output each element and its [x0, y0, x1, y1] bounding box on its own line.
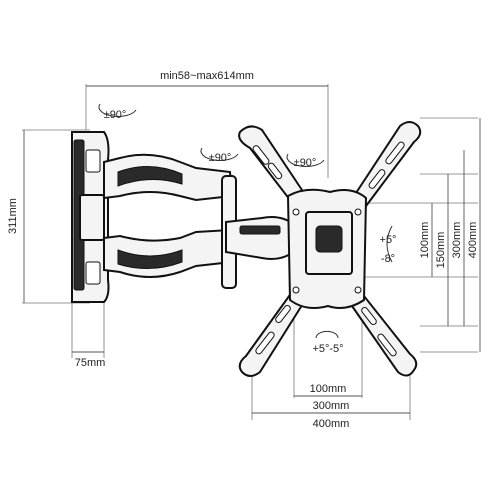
arm-swivel-label: ±90° — [209, 152, 232, 164]
tilt-indicator: +5° -8° — [380, 225, 397, 265]
wall-plate-width-label: 75mm — [75, 357, 106, 369]
vesa-v-150-label: 150mm — [435, 232, 447, 269]
vesa-h-400-label: 400mm — [313, 418, 350, 430]
tilt-down-label: -8° — [381, 253, 395, 265]
upper-arm — [103, 153, 234, 202]
vesa-horizontal-dimensions: 100mm 300mm 400mm — [251, 300, 411, 430]
wall-swivel-indicator: ±90° — [98, 103, 137, 121]
height-label: 311mm — [7, 198, 19, 234]
center-plate — [286, 188, 368, 309]
height-dimension: 311mm — [7, 129, 90, 304]
bracket-arm-upper-right — [352, 121, 422, 208]
level-adjust-label: +5°-5° — [312, 343, 343, 355]
vesa-bracket — [238, 121, 422, 377]
wall-plate-width-dimension: 75mm — [71, 300, 106, 369]
wall-plate — [71, 131, 110, 303]
plate-swivel-label: ±90° — [294, 157, 317, 169]
tilt-up-label: +5° — [380, 234, 397, 246]
vesa-vertical-dimensions: 100mm 150mm 300mm 400mm — [350, 117, 481, 353]
extension-label: min58~max614mm — [160, 70, 254, 82]
vesa-v-100-label: 100mm — [419, 222, 431, 259]
vesa-h-300-label: 300mm — [313, 400, 350, 412]
arm-swivel-indicator: ±90° — [200, 147, 239, 164]
vesa-h-100-label: 100mm — [310, 383, 347, 395]
plate-swivel-indicator: ±90° — [286, 153, 325, 169]
level-adjust-indicator: +5°-5° — [312, 330, 344, 355]
lower-arm — [103, 228, 234, 278]
wall-swivel-label: ±90° — [104, 109, 127, 121]
elbow-joint — [221, 175, 297, 289]
extension-dimension: min58~max614mm — [85, 70, 329, 178]
vesa-v-400-label: 400mm — [467, 222, 479, 259]
vesa-v-300-label: 300mm — [451, 222, 463, 259]
